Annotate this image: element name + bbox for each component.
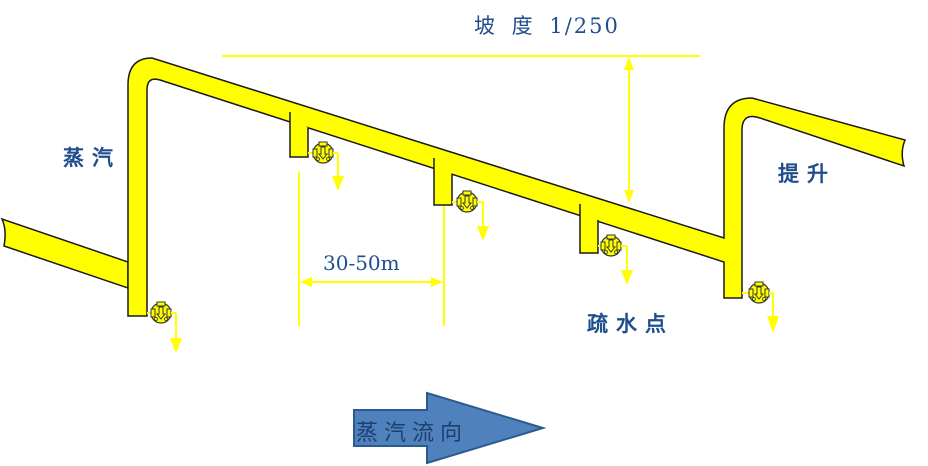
flow-direction-arrow [353, 391, 547, 465]
spacing-dimension [298, 172, 445, 326]
arrow-down-icon [621, 270, 633, 285]
steam-trap-icon [312, 141, 334, 164]
lift-label: 提升 [778, 162, 836, 186]
slope-label: 坡 度 1/250 [474, 14, 620, 38]
arrow-down-icon [767, 316, 779, 333]
steam-trap-icon [150, 301, 172, 324]
arrow-down-icon [477, 226, 489, 241]
steam-trap-icon [456, 190, 478, 213]
drain-trap-4 [598, 234, 633, 285]
slope-dimension [222, 55, 700, 203]
drain-trap-2 [308, 141, 344, 191]
steam-pipe [0, 57, 907, 317]
arrow-down-icon [332, 176, 344, 191]
arrow-down-icon [170, 338, 182, 353]
arrow-right-icon [353, 391, 547, 465]
steam-trap-icon [748, 281, 770, 304]
drain-point-label: 疏水点 [587, 312, 674, 336]
drain-trap-1 [147, 301, 182, 353]
flow-direction-label: 蒸汽流向 [356, 421, 469, 446]
steam-label: 蒸汽 [63, 146, 121, 170]
steam-trap-icon [600, 234, 622, 257]
drain-trap-3 [452, 190, 489, 241]
drain-trap-5 [742, 281, 779, 333]
spacing-label: 30-50m [323, 251, 400, 275]
